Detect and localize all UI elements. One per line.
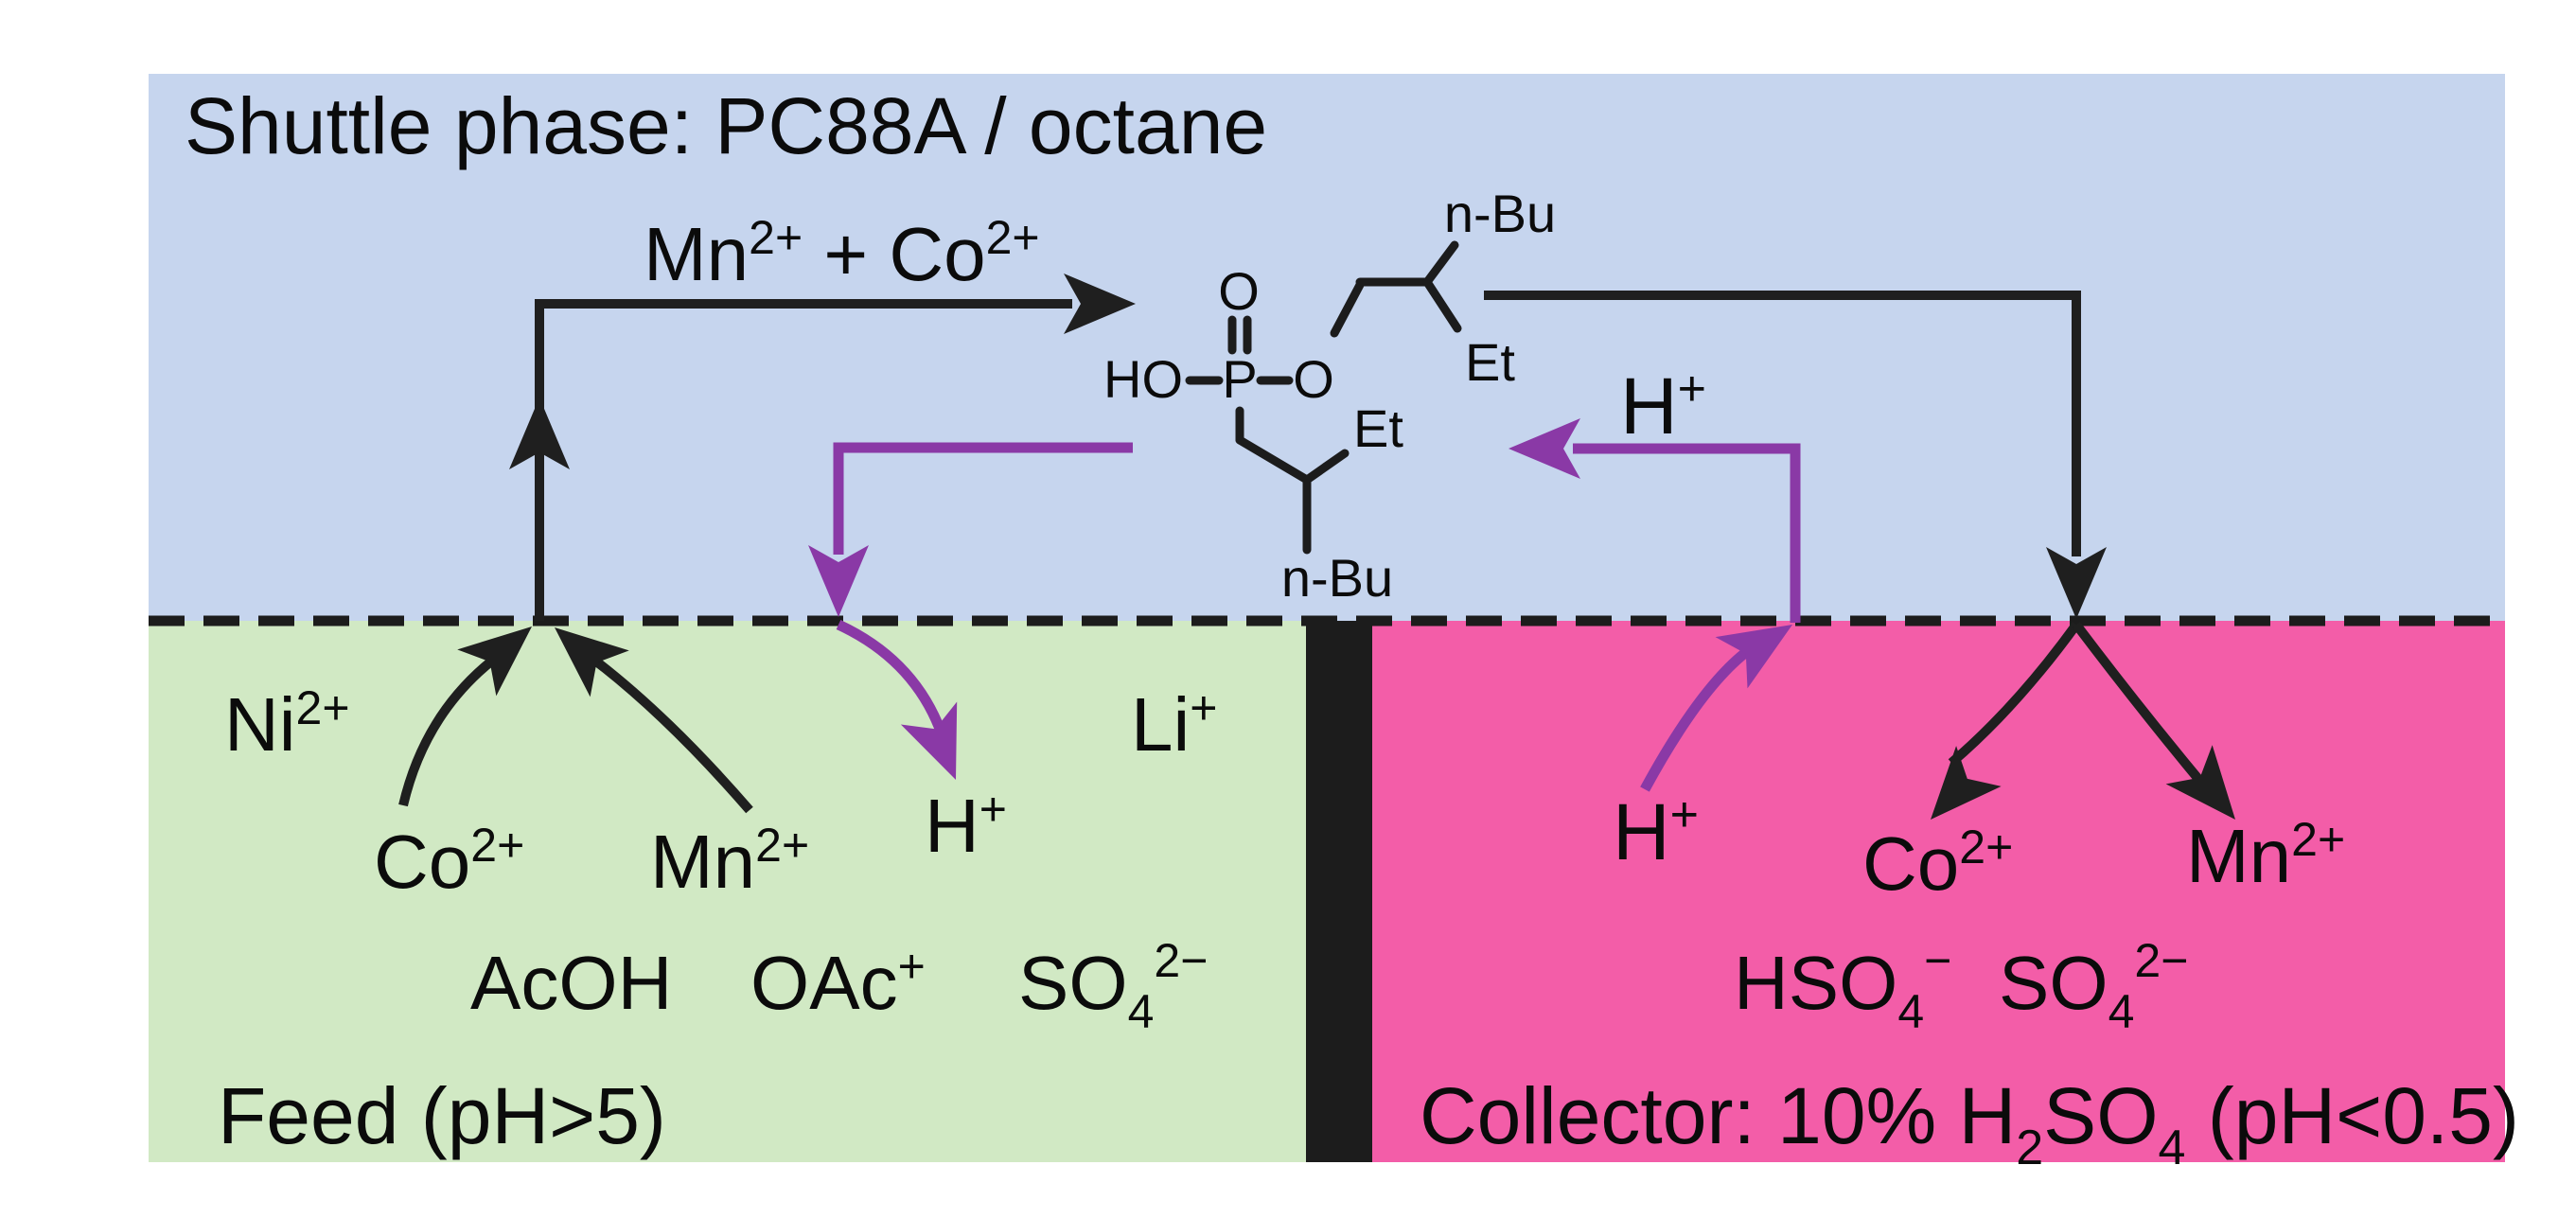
shuttle-proton-charge: + bbox=[1678, 362, 1706, 416]
collector-phase-title: Collector: 10% H2SO4 (pH<0.5) bbox=[1420, 1071, 2519, 1175]
ch2-ch-bond-lower bbox=[1235, 435, 1312, 485]
ch-nbu-bond-upper bbox=[1422, 240, 1459, 287]
shuttle-proton-label: H+ bbox=[1620, 362, 1706, 450]
feed-phase-region bbox=[149, 621, 1306, 1162]
ion-charge: 2+ bbox=[296, 681, 350, 734]
ion-base: H bbox=[1613, 787, 1670, 876]
ion-charge: 2+ bbox=[470, 819, 524, 872]
collector-ions: H+ Co2+ Mn2+ HSO4− SO42− bbox=[1613, 787, 2345, 1038]
ester-oxygen: O bbox=[1293, 349, 1334, 409]
ion-base: H bbox=[925, 784, 979, 868]
ion-subscript: 4 bbox=[2108, 985, 2135, 1038]
collector-title-sub4: 4 bbox=[2159, 1121, 2186, 1175]
collector-title-text: Collector: 10% H bbox=[1420, 1071, 2016, 1160]
pc88a-molecule: O HO P O Et n-Bu Et n-Bu bbox=[1103, 184, 1556, 608]
o-ch2-bond bbox=[1330, 280, 1365, 338]
collector-ion-h: H+ bbox=[1613, 787, 1699, 876]
metal-transfer-arrows bbox=[398, 274, 2259, 840]
ion-base: Mn bbox=[2186, 814, 2291, 898]
feed-phase-title: Feed (pH>5) bbox=[218, 1071, 666, 1160]
ion-charge: + bbox=[898, 940, 926, 993]
phosphoryl-oxygen: O bbox=[1218, 261, 1260, 321]
transfer-mn: Mn bbox=[644, 212, 749, 296]
ion-charge: − bbox=[1924, 934, 1951, 987]
ion-base: OAc bbox=[750, 941, 898, 1025]
collector-to-molecule-proton-arrow bbox=[1573, 443, 1801, 623]
ion-charge: 2+ bbox=[755, 819, 809, 872]
ion-base: Mn bbox=[650, 820, 755, 904]
feed-ion-h: H+ bbox=[925, 783, 1007, 868]
collector-phase-region bbox=[1372, 621, 2505, 1162]
ch-et-bond-upper bbox=[1422, 277, 1462, 333]
interface-to-feed-h-curve bbox=[836, 620, 948, 738]
ion-base: HSO bbox=[1734, 941, 1897, 1025]
collector-ion-so4: SO42− bbox=[1999, 934, 2188, 1038]
ion-base: AcOH bbox=[470, 941, 672, 1025]
lower-ethyl-label: Et bbox=[1353, 398, 1403, 458]
ion-charge: + bbox=[1670, 787, 1699, 842]
ion-charge: + bbox=[1190, 681, 1217, 734]
molecule-to-feed-proton-arrow bbox=[833, 442, 1133, 555]
collector-h-to-interface-curve bbox=[1640, 643, 1756, 792]
phase-divider-bar bbox=[1306, 621, 1372, 1162]
transfer-co-charge: 2+ bbox=[986, 211, 1040, 264]
interface-to-co-curve bbox=[1948, 622, 2081, 767]
ion-base: Li bbox=[1131, 682, 1190, 767]
ion-charge: 2− bbox=[1154, 934, 1208, 987]
collector-ion-mn: Mn2+ bbox=[2186, 813, 2345, 898]
shuttle-phase-title: Shuttle phase: PC88A / octane bbox=[185, 81, 1267, 170]
transfer-plus-co: + Co bbox=[803, 212, 985, 296]
feed-ion-acoh: AcOH bbox=[470, 941, 672, 1025]
collector-ion-hso4: HSO4− bbox=[1734, 934, 1951, 1038]
ion-base: Co bbox=[1862, 821, 1959, 906]
shuttle-proton-h: H bbox=[1620, 362, 1678, 450]
interface-to-mn-curve bbox=[2073, 621, 2211, 793]
ion-base: Co bbox=[374, 820, 470, 904]
ion-subscript: 4 bbox=[1128, 985, 1155, 1038]
ion-charge: 2+ bbox=[1959, 821, 2013, 874]
collector-title-sub2: 2 bbox=[2016, 1121, 2043, 1175]
upper-ethyl-label: Et bbox=[1465, 332, 1515, 392]
proton-transfer-arrows bbox=[808, 418, 1808, 792]
ch-et-bond-lower bbox=[1302, 449, 1350, 485]
feed-ions: Ni2+ Li+ Co2+ Mn2+ H+ AcOH OAc+ SO42− bbox=[224, 681, 1217, 1038]
hydroxyl-group: HO bbox=[1103, 349, 1183, 409]
lower-nbutyl-label: n-Bu bbox=[1281, 548, 1393, 608]
ion-base: SO bbox=[1018, 941, 1128, 1025]
collector-title-ph: (pH<0.5) bbox=[2185, 1071, 2519, 1160]
feed-ion-oac: OAc+ bbox=[750, 940, 926, 1025]
ion-base: Ni bbox=[224, 682, 296, 767]
ion-base: SO bbox=[1999, 941, 2108, 1025]
feed-ion-ni: Ni2+ bbox=[224, 681, 350, 767]
feed-ion-co: Co2+ bbox=[374, 819, 524, 904]
molecule-to-collector-arrow bbox=[1484, 291, 2081, 556]
collector-title-so: SO bbox=[2043, 1071, 2158, 1160]
collector-ion-co: Co2+ bbox=[1862, 821, 2013, 906]
feed-ion-mn: Mn2+ bbox=[650, 819, 809, 904]
ion-charge: 2− bbox=[2134, 934, 2188, 987]
ion-charge: 2+ bbox=[2291, 813, 2345, 866]
phosphorus-atom: P bbox=[1222, 349, 1257, 409]
feed-to-molecule-arrow bbox=[535, 299, 1072, 621]
ion-subscript: 4 bbox=[1897, 985, 1924, 1038]
upper-nbutyl-label: n-Bu bbox=[1444, 184, 1556, 243]
ion-charge: + bbox=[979, 783, 1007, 836]
feed-ion-li: Li+ bbox=[1131, 681, 1217, 767]
feed-ion-so4: SO42− bbox=[1018, 934, 1208, 1038]
transfer-mn-charge: 2+ bbox=[749, 211, 803, 264]
metal-transfer-label: Mn2+ + Co2+ bbox=[644, 211, 1040, 296]
